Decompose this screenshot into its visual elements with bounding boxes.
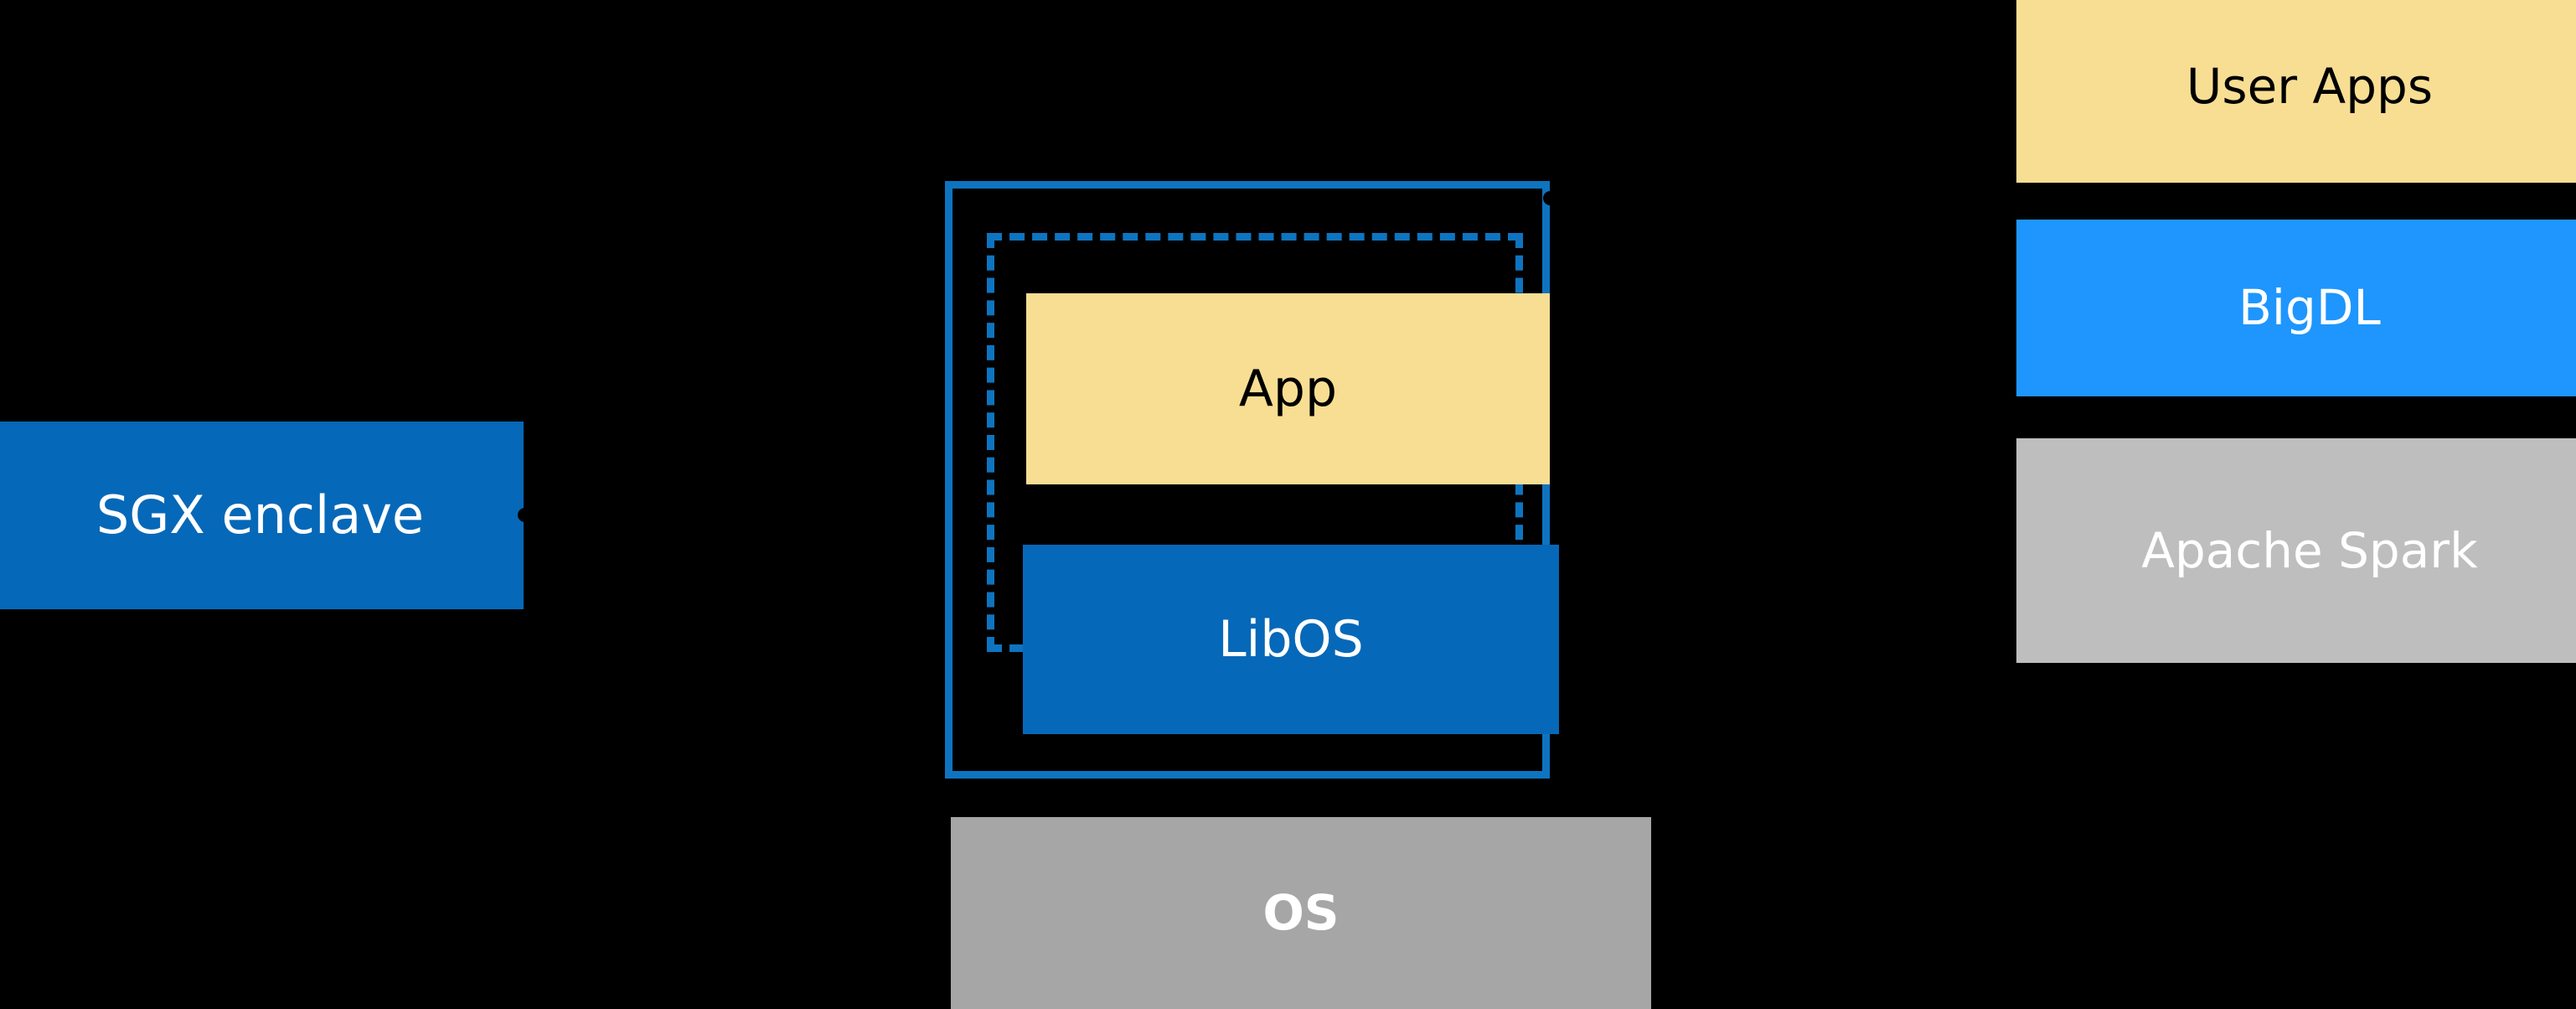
os-label: OS (1262, 884, 1340, 942)
apache-spark-label: Apache Spark (2141, 521, 2478, 579)
os-node[interactable]: OS (951, 817, 1651, 1009)
app-label: App (1238, 359, 1338, 418)
app-node[interactable]: App (1026, 293, 1550, 484)
apache-spark-node[interactable]: Apache Spark (2016, 438, 2576, 663)
libos-node[interactable]: LibOS (1023, 545, 1559, 734)
sgx-connector-endpoint-dot (518, 508, 532, 522)
libos-label: LibOS (1218, 609, 1364, 669)
user-apps-node[interactable]: User Apps (2016, 0, 2576, 183)
bigdl-node[interactable]: BigDL (2016, 220, 2576, 396)
app-connector-endpoint-dot (1543, 191, 1557, 205)
bigdl-label: BigDL (2238, 279, 2381, 337)
sgx-enclave-label: SGX enclave (96, 484, 425, 546)
sgx-enclave-node[interactable]: SGX enclave (0, 422, 524, 609)
user-apps-label: User Apps (2186, 57, 2434, 115)
